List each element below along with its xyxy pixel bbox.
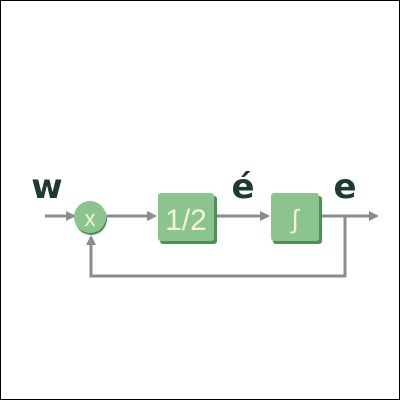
output-label: e (333, 167, 356, 207)
input-label: w (31, 167, 62, 207)
derivative-label: é (231, 167, 254, 207)
gain-label: 1/2 (165, 204, 207, 237)
multiplier-symbol: x (85, 206, 96, 231)
multiplier-node: x (74, 201, 107, 235)
integrator-block: ∫ (271, 193, 322, 244)
feedback-arrow (86, 216, 347, 278)
gain-block: 1/2 (158, 193, 217, 244)
integrator-symbol: ∫ (289, 204, 300, 234)
